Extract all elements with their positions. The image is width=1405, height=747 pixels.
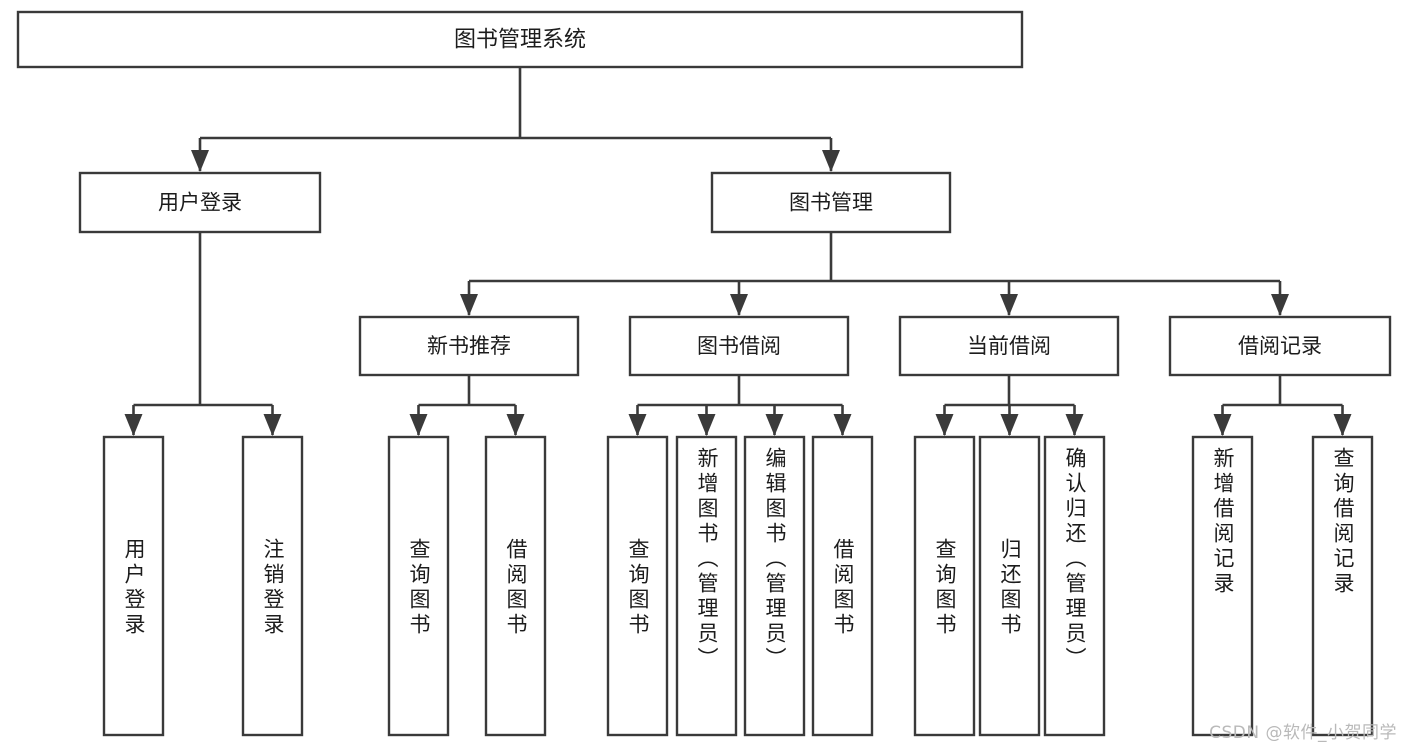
arrow-head-icon bbox=[1065, 414, 1084, 436]
arrow-head-icon bbox=[1271, 294, 1289, 316]
node-box-user-login[interactable] bbox=[78, 171, 322, 234]
node-box-leaf-confirm-return[interactable] bbox=[1043, 435, 1106, 737]
arrow-head-icon bbox=[409, 414, 428, 436]
boxes-layer bbox=[16, 10, 1392, 737]
arrow-head-icon bbox=[460, 294, 478, 316]
node-box-leaf-user-logout[interactable] bbox=[241, 435, 304, 737]
node-box-leaf-query-record[interactable] bbox=[1311, 435, 1374, 737]
arrow-head-icon bbox=[730, 294, 748, 316]
node-box-leaf-add-record[interactable] bbox=[1191, 435, 1254, 737]
node-label-borrow-record: 借阅记录 bbox=[1238, 334, 1322, 358]
arrow-head-icon bbox=[833, 414, 852, 436]
node-box-leaf-query-book-3[interactable] bbox=[913, 435, 976, 737]
arrow-head-icon bbox=[191, 150, 209, 172]
node-box-leaf-add-book[interactable] bbox=[675, 435, 738, 737]
node-box-root[interactable] bbox=[16, 10, 1024, 69]
node-label-current-borrow: 当前借阅 bbox=[967, 334, 1051, 358]
node-box-leaf-user-login[interactable] bbox=[102, 435, 165, 737]
arrow-head-icon bbox=[506, 414, 525, 436]
node-label-root: 图书管理系统 bbox=[454, 28, 586, 53]
node-box-leaf-borrow-book-2[interactable] bbox=[811, 435, 874, 737]
csdn-watermark: CSDN @软件_小贺同学 bbox=[1209, 723, 1397, 743]
node-label-book-manage: 图书管理 bbox=[789, 191, 873, 215]
node-box-current-borrow[interactable] bbox=[898, 315, 1120, 377]
node-label-new-book-rec: 新书推荐 bbox=[427, 334, 511, 358]
node-box-book-borrow[interactable] bbox=[628, 315, 850, 377]
arrow-head-icon bbox=[1000, 294, 1018, 316]
node-box-leaf-return-book[interactable] bbox=[978, 435, 1041, 737]
arrow-head-icon bbox=[1213, 414, 1232, 436]
arrow-head-icon bbox=[765, 414, 784, 436]
arrow-head-icon bbox=[935, 414, 954, 436]
arrow-head-icon bbox=[628, 414, 647, 436]
connectors-layer bbox=[124, 67, 1352, 436]
arrow-head-icon bbox=[697, 414, 716, 436]
node-box-leaf-edit-book[interactable] bbox=[743, 435, 806, 737]
node-box-book-manage[interactable] bbox=[710, 171, 952, 234]
node-box-leaf-query-book-1[interactable] bbox=[387, 435, 450, 737]
node-box-new-book-rec[interactable] bbox=[358, 315, 580, 377]
arrow-head-icon bbox=[263, 414, 282, 436]
node-label-user-login: 用户登录 bbox=[158, 191, 242, 215]
arrow-head-icon bbox=[1333, 414, 1352, 436]
node-box-leaf-query-book-2[interactable] bbox=[606, 435, 669, 737]
node-box-borrow-record[interactable] bbox=[1168, 315, 1392, 377]
arrow-head-icon bbox=[1000, 414, 1019, 436]
node-label-book-borrow: 图书借阅 bbox=[697, 334, 781, 358]
arrow-head-icon bbox=[822, 150, 840, 172]
node-box-leaf-borrow-book-1[interactable] bbox=[484, 435, 547, 737]
arrow-head-icon bbox=[124, 414, 143, 436]
